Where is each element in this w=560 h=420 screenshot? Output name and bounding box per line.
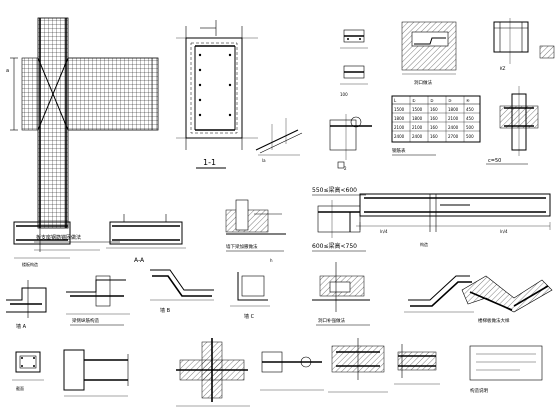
svg-text:构造: 构造 [420, 241, 428, 247]
corner-beam-detail: 墙 C [230, 272, 270, 320]
table-cell: 2400 [412, 134, 423, 139]
anchor-hook-detail: la [255, 118, 303, 163]
range-a-label: 550≤梁高<600 [312, 186, 357, 194]
svg-text:2: 2 [344, 166, 347, 171]
hook-bar-detail [260, 351, 324, 391]
svg-text:ln/4: ln/4 [380, 229, 388, 234]
wall-a-label: 墙 A [16, 323, 27, 330]
svg-text:截面: 截面 [16, 385, 24, 391]
table-cell: 1500 [412, 107, 423, 112]
step-beam-detail: 梁侧纵筋构造 [66, 275, 130, 326]
beam-height-detail-b: 600≤梁高<750 [312, 200, 366, 252]
table-cell: 2700 [448, 134, 459, 139]
table-cell: 160 [430, 125, 438, 130]
bar-splice-detail [328, 338, 388, 393]
wall-b-label: 墙 B [160, 307, 171, 314]
svg-text:la: la [262, 158, 266, 163]
sloped-slab-detail [404, 275, 474, 313]
caption-wall-joint: 墙下梁加腋做法 [226, 243, 258, 250]
table-cell: 450 [466, 107, 474, 112]
table-cell: 2100 [448, 116, 459, 121]
slab-edge-detail-1: 楼板构造 [13, 214, 71, 267]
misc-notes-detail: 构造说明 [469, 345, 543, 394]
table-cell: 160 [430, 116, 438, 121]
svg-text:ln/4: ln/4 [500, 229, 508, 234]
table-header-cell: ③ [448, 98, 452, 103]
rebar-table: L ① ② ③ ④ 1500 1500 160 1800 450 1800 1800 160 2100 45… [391, 95, 481, 156]
small-column-detail: 截面 [12, 351, 44, 391]
table-cell: 160 [430, 107, 438, 112]
caption-slab-mesh: 板支座钢筋锚固做法 [36, 234, 81, 241]
svg-text:100: 100 [340, 92, 348, 97]
caption-stair: 楼梯板做法大样 [478, 317, 510, 324]
table-header-cell: ② [430, 98, 434, 103]
slab-column-grid-detail: a 板支座钢筋锚固做法 [6, 17, 159, 251]
beam-connection-detail: c=50 [486, 86, 539, 165]
caption-beam-side: 梁侧纵筋构造 [72, 317, 99, 324]
cranked-slab-detail: 墙 B [150, 269, 214, 314]
slab-hole-detail: 洞口做法 [401, 21, 457, 86]
table-cell: 2400 [394, 134, 405, 139]
range-b-label: 600≤梁高<750 [312, 242, 357, 250]
table-caption: 钢筋表 [392, 147, 406, 154]
stair-fold-detail: 楼梯板做法大样 [461, 275, 553, 324]
wall-beam-haunch-detail: 墙下梁加腋做法 h [225, 199, 286, 263]
svg-text:KZ: KZ [500, 66, 506, 71]
section-aa-title: A-A [134, 257, 145, 264]
wall-a-detail: 墙 A [6, 280, 47, 330]
table-cell: 500 [466, 125, 474, 130]
table-cell: 1500 [394, 107, 405, 112]
svg-text:a: a [6, 68, 9, 74]
cross-joint-detail [176, 338, 250, 407]
section-1-1-title: 1-1 [203, 158, 216, 167]
slab-edge-detail-aa: A-A [106, 214, 186, 264]
opening-reinforcement-detail: 洞口补强做法 [312, 262, 370, 326]
table-cell: 2400 [448, 125, 459, 130]
c50-label: c=50 [488, 158, 501, 164]
table-cell: 500 [466, 134, 474, 139]
column-corner-detail: KZ [493, 18, 555, 71]
section-1-1-detail: 1-1 [176, 20, 258, 169]
table-cell: 1800 [448, 107, 459, 112]
svg-text:楼板构造: 楼板构造 [22, 261, 38, 267]
wall-c-label: 墙 C [244, 313, 255, 320]
svg-text:h: h [270, 258, 273, 263]
table-cell: 2100 [394, 125, 405, 130]
table-cell: 450 [466, 116, 474, 121]
caption-opening: 洞口补强做法 [318, 317, 345, 324]
table-cell: 1800 [412, 116, 423, 121]
table-cell: 2100 [412, 125, 423, 130]
svg-text:洞口做法: 洞口做法 [414, 79, 432, 86]
beam-bar-detail-1: 100 [340, 29, 368, 97]
caption-misc: 构造说明 [470, 387, 488, 394]
table-header-cell: L [394, 98, 397, 103]
wall-edge-detail [394, 344, 440, 385]
table-cell: 160 [430, 134, 438, 139]
table-cell: 1800 [394, 116, 405, 121]
long-beam-elevation: ln/4 ln/4 构造 [356, 193, 551, 247]
table-header-cell: ④ [466, 98, 470, 103]
beam-height-detail-a: 2 550≤梁高<600 [312, 114, 372, 196]
beam-end-detail [63, 349, 129, 397]
table-header-cell: ① [412, 98, 416, 103]
